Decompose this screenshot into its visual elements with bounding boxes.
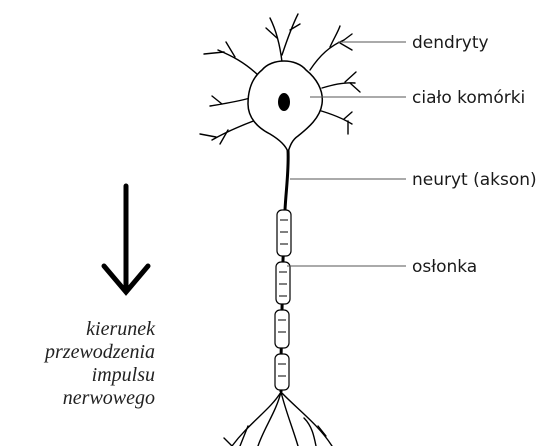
direction-arrow-icon [104,186,148,292]
axon-terminals [224,392,332,446]
nucleus [278,93,290,111]
myelin-segment [275,310,289,348]
caption-line: nerwowego [45,387,155,410]
label-sheath: osłonka [412,257,477,277]
caption-line: przewodzenia [45,341,155,364]
caption-line: kierunek [45,318,155,341]
label-axon: neuryt (akson) [412,170,537,190]
caption-line: impulsu [45,364,155,387]
label-dendrites: dendryty [412,33,489,53]
impulse-direction-caption: kierunek przewodzenia impulsu nerwowego [45,318,155,410]
myelin-segment [276,262,290,304]
myelin-segment [275,354,289,390]
myelin-sheath [275,210,291,390]
label-cell-body: ciało komórki [412,88,525,108]
myelin-segment [277,210,291,256]
